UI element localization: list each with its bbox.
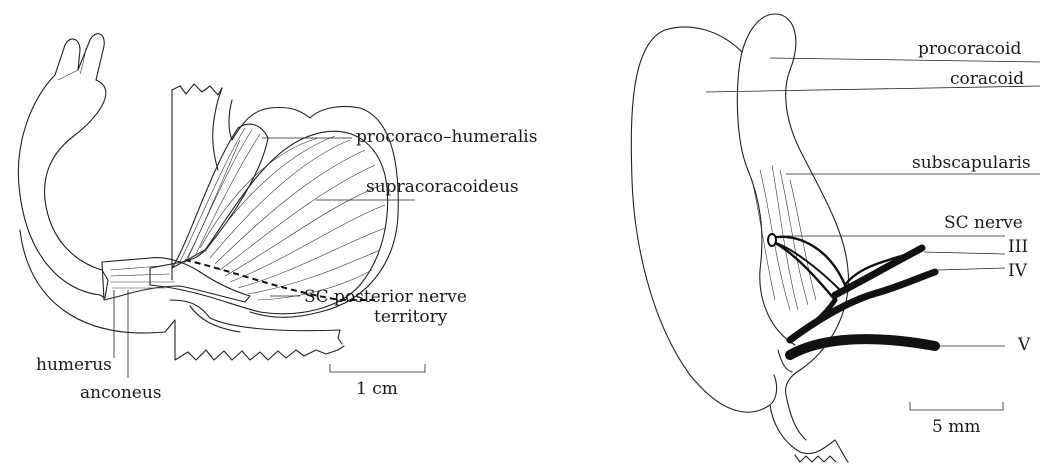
lower-extension bbox=[770, 405, 848, 462]
label-procoracoid: procoracoid bbox=[918, 39, 1021, 59]
sc-nerve-foramen bbox=[768, 234, 776, 246]
arm-outline bbox=[18, 34, 108, 298]
body-outline bbox=[20, 230, 175, 333]
label-nerve-iv: IV bbox=[1008, 261, 1028, 281]
label-humerus: humerus bbox=[36, 355, 112, 375]
coracoid-outline bbox=[631, 27, 776, 412]
label-procoraco-humeralis: procoraco–humeralis bbox=[356, 127, 537, 147]
procoraco-humeralis-fibers bbox=[180, 128, 260, 264]
scale-bar-right bbox=[910, 402, 1003, 410]
label-sc-nerve: SC nerve bbox=[944, 213, 1023, 233]
label-nerve-v: V bbox=[1017, 335, 1031, 355]
scale-label-right: 5 mm bbox=[932, 417, 980, 437]
scale-label-left: 1 cm bbox=[356, 379, 398, 399]
trunk-top-jagged bbox=[172, 84, 222, 95]
label-nerve-iii: III bbox=[1008, 237, 1028, 257]
nerve-v bbox=[790, 339, 935, 355]
label-coracoid: coracoid bbox=[950, 69, 1024, 89]
label-anconeus: anconeus bbox=[80, 383, 162, 403]
supracoracoideus-fibers bbox=[200, 136, 385, 300]
scale-bar-left bbox=[330, 364, 425, 372]
label-subscapularis: subscapularis bbox=[912, 153, 1031, 173]
left-figure bbox=[18, 34, 425, 378]
label-supracoracoideus: supracoracoideus bbox=[366, 177, 519, 197]
label-sc-posterior-nerve: SC posterior nerve bbox=[304, 287, 467, 307]
label-territory: territory bbox=[374, 307, 448, 327]
